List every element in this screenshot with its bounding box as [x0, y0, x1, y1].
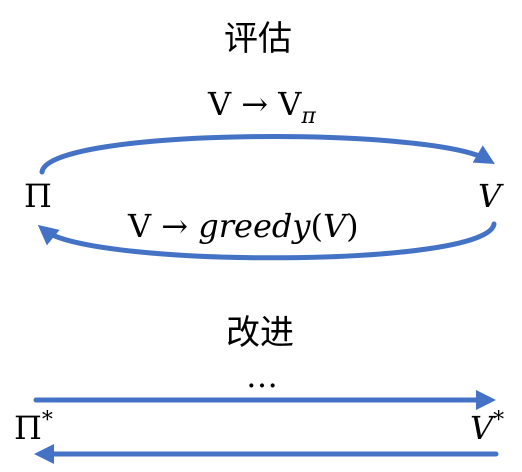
- optimal-value-node: V*: [470, 409, 504, 447]
- improve-arc-arrow: [37, 221, 497, 261]
- bottom-arrow-func: greedy: [198, 207, 311, 245]
- top-arrow-to-sub: π: [301, 104, 316, 129]
- bottom-arrow-label: V → greedy(V): [128, 210, 359, 242]
- evaluate-label: 评估: [224, 19, 292, 59]
- bottom-arrow-arg: V: [322, 207, 347, 245]
- ellipsis-label: …: [246, 357, 278, 395]
- optimal-policy-star: *: [41, 408, 53, 433]
- optimal-policy-symbol: Π: [14, 409, 42, 447]
- top-arrow-from: V: [208, 85, 232, 123]
- policy-node-left: Π: [24, 177, 52, 215]
- bottom-arrow-open: (: [310, 207, 323, 245]
- top-arrow-to: V: [278, 85, 302, 123]
- top-arrow-symbol: →: [241, 85, 269, 123]
- improve-label: 改进: [226, 313, 294, 353]
- top-arrow-label: V → Vπ: [208, 85, 316, 128]
- optimal-value-star: *: [493, 408, 505, 433]
- bottom-arrow-from: V: [128, 207, 152, 245]
- bottom-arrow-close: ): [346, 207, 359, 245]
- optimal-policy-node: Π*: [14, 409, 53, 447]
- value-node-right: V: [478, 177, 502, 215]
- evaluate-arc-arrow: [39, 134, 495, 175]
- bottom-arrow-symbol: →: [161, 207, 189, 245]
- optimal-value-symbol: V: [470, 409, 494, 447]
